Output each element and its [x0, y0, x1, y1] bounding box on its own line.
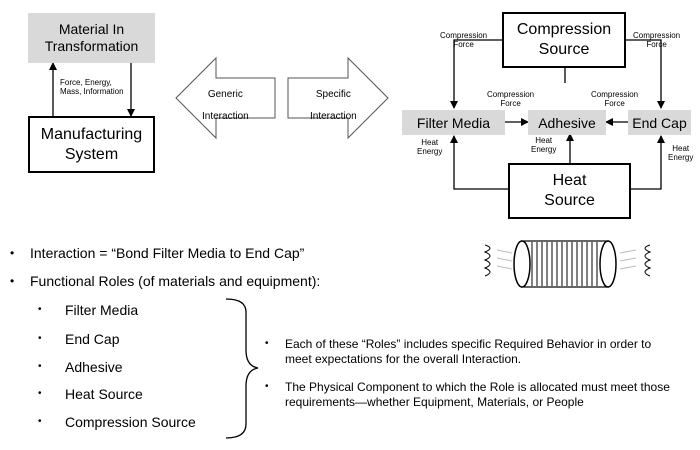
- filter-illustration-icon: [483, 240, 652, 288]
- heat-energy-label-left: Heat Energy: [417, 138, 443, 156]
- bullet-marker: •: [38, 333, 42, 344]
- roles-title: Functional Roles (of materials and equip…: [30, 273, 321, 289]
- flow-label: Force, Energy, Mass, Information: [60, 78, 124, 96]
- compression-force-label-mid-right: Compression Force: [591, 90, 639, 108]
- compression-force-label-right: Compression Force: [633, 31, 681, 49]
- bullet-marker: •: [10, 246, 15, 260]
- generic-interaction-label: Generic Interaction: [202, 89, 249, 122]
- specific-interaction-label: Specific Interaction: [310, 89, 357, 122]
- adhesive-box: Adhesive: [528, 110, 606, 135]
- bullet-marker: •: [38, 416, 42, 427]
- roles-brace: [225, 298, 259, 439]
- compression-force-label-mid-left: Compression Force: [487, 90, 535, 108]
- material-in-transformation-box: Material In Transformation: [28, 13, 155, 63]
- heat-source-box: Heat Source: [508, 163, 631, 219]
- physical-component-note: The Physical Component to which the Role…: [285, 380, 670, 409]
- bullet-marker: •: [38, 361, 42, 372]
- heat-energy-label-right: Heat Energy: [668, 144, 694, 162]
- compression-force-label-left: Compression Force: [440, 31, 488, 49]
- roles-note: Each of these “Roles” includes specific …: [285, 337, 652, 366]
- manufacturing-system-box: Manufacturing System: [28, 116, 155, 173]
- role-item: Adhesive: [65, 359, 123, 375]
- generic-interaction-arrow: [175, 56, 276, 140]
- bullet-marker: •: [38, 388, 42, 399]
- bullet-marker: •: [265, 338, 269, 349]
- interaction-statement: Interaction = “Bond Filter Media to End …: [30, 245, 305, 261]
- bullet-marker: •: [38, 304, 42, 315]
- bullet-marker: •: [10, 274, 15, 288]
- end-cap-box: End Cap: [628, 110, 691, 135]
- filter-media-box: Filter Media: [402, 110, 505, 135]
- compression-source-box: Compression Source: [502, 12, 626, 68]
- specific-interaction-arrow: [287, 56, 389, 140]
- role-item: Heat Source: [65, 386, 143, 402]
- role-item: Filter Media: [65, 302, 139, 318]
- role-item: Compression Source: [65, 414, 196, 430]
- role-item: End Cap: [65, 331, 120, 347]
- bullet-marker: •: [265, 381, 269, 392]
- heat-energy-label-mid: Heat Energy: [531, 136, 557, 154]
